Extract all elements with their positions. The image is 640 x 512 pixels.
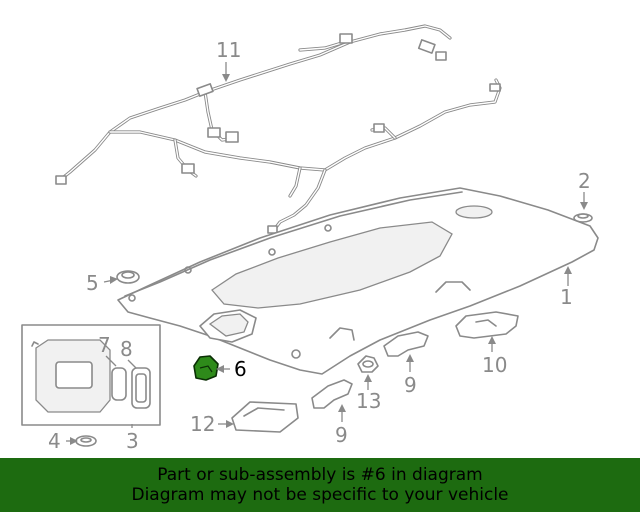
clip-part-4 [75,435,97,447]
highlighted-part-6 [193,355,219,381]
callout-6: 6 [234,357,247,381]
callout-9-lower: 9 [335,423,348,447]
banner-line-2: Diagram may not be specific to your vehi… [131,485,509,505]
callout-2: 2 [578,169,591,193]
headliner-parts-diagram: 11 2 1 5 6 7 8 9 9 10 12 13 4 3 [21,24,599,453]
grab-handle-part-9-upper [383,331,429,357]
wiring-harness-part-11 [55,24,502,234]
callout-10: 10 [482,353,507,377]
callout-4: 4 [48,429,61,453]
clip-part-13 [357,355,379,373]
console-part-10 [455,311,519,339]
callout-11: 11 [216,38,241,62]
mirror-part-8 [131,367,151,409]
info-banner: Part or sub-assembly is #6 in diagram Di… [0,458,640,512]
callout-5: 5 [86,271,99,295]
callout-3: 3 [126,429,139,453]
callout-13: 13 [356,389,381,413]
clip-part-2 [573,213,593,223]
mirror-cover-part-7 [111,367,127,401]
callout-9-upper: 9 [404,373,417,397]
callout-12: 12 [190,412,215,436]
dome-lamp-part-12 [231,401,299,433]
callout-1: 1 [560,285,573,309]
callout-8: 8 [120,337,133,361]
clip-part-5 [116,270,140,284]
headliner-part-1 [117,187,599,375]
callout-7: 7 [98,333,111,357]
callout-lines [66,62,588,445]
banner-line-1: Part or sub-assembly is #6 in diagram [157,465,483,485]
grab-handle-part-9-lower [311,379,353,409]
